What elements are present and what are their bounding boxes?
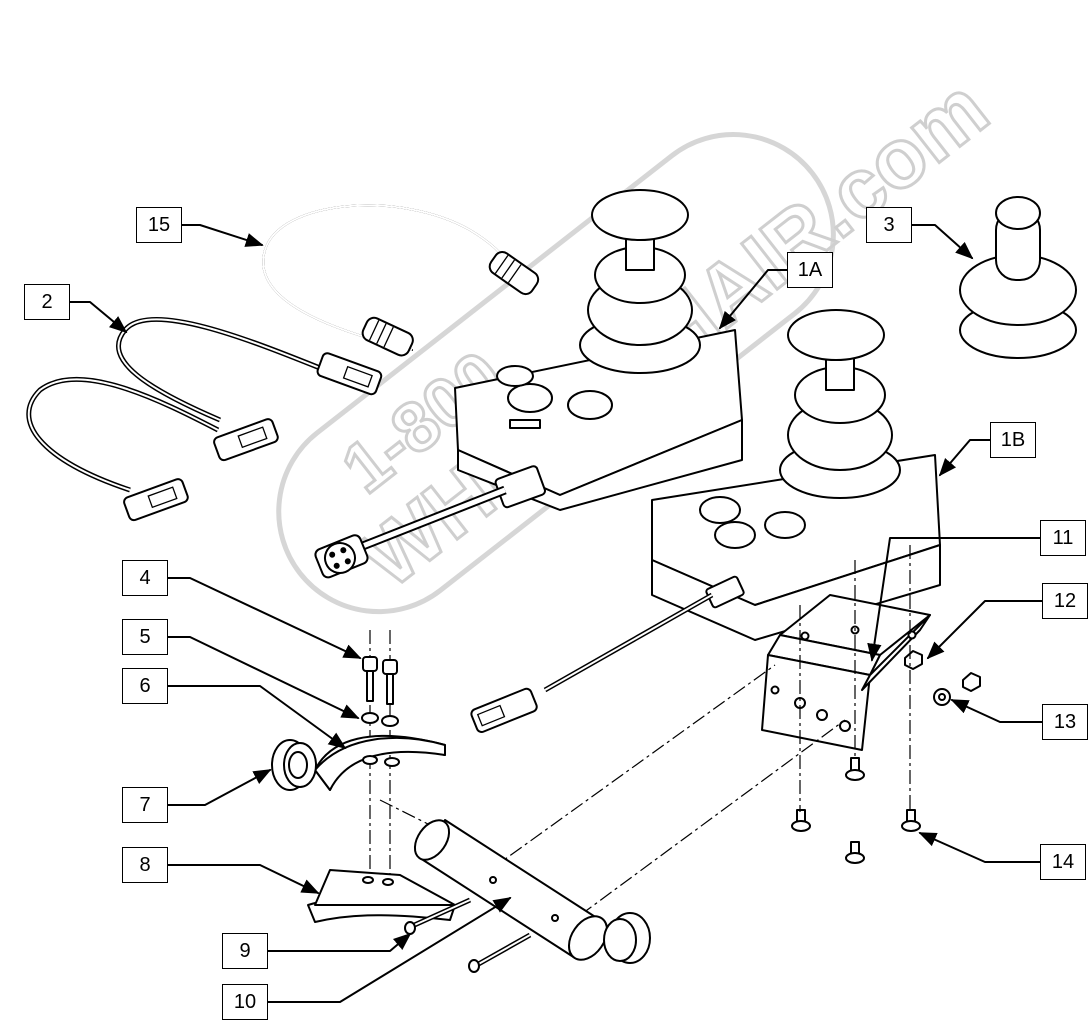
cap-7 [271, 739, 317, 791]
screws-9 [404, 897, 532, 973]
callout-9: 9 [222, 933, 268, 969]
callout-8: 8 [122, 847, 168, 883]
callout-6: 6 [122, 668, 168, 704]
callout-2: 2 [24, 284, 70, 320]
clamp-8 [307, 869, 456, 923]
tube-10 [413, 819, 609, 961]
knob-3 [959, 196, 1077, 359]
callout-14: 14 [1040, 844, 1086, 880]
callout-4: 4 [122, 560, 168, 596]
cable-2 [26, 316, 383, 522]
callout-13: 13 [1042, 704, 1088, 740]
callout-5: 5 [122, 619, 168, 655]
nut-13 [962, 672, 981, 692]
joystick-1a [314, 189, 743, 579]
callout-3: 3 [866, 207, 912, 243]
washer-13 [933, 688, 951, 706]
bracket-11 [761, 594, 931, 751]
callout-11: 11 [1040, 520, 1086, 556]
washers-5 [361, 712, 399, 727]
leader-lines [69, 224, 1043, 1003]
callout-10: 10 [222, 984, 268, 1020]
cable-15 [262, 204, 540, 357]
nut-12 [904, 650, 923, 670]
joystick-1b [470, 309, 941, 733]
callout-1a: 1A [787, 252, 833, 288]
callout-7: 7 [122, 787, 168, 823]
callout-15: 15 [136, 207, 182, 243]
bolts-4 [362, 656, 398, 705]
callout-1b: 1B [990, 422, 1036, 458]
screws-14 [791, 757, 921, 864]
end-cap [603, 912, 651, 964]
callout-12: 12 [1042, 583, 1088, 619]
clamp-6 [314, 734, 446, 791]
